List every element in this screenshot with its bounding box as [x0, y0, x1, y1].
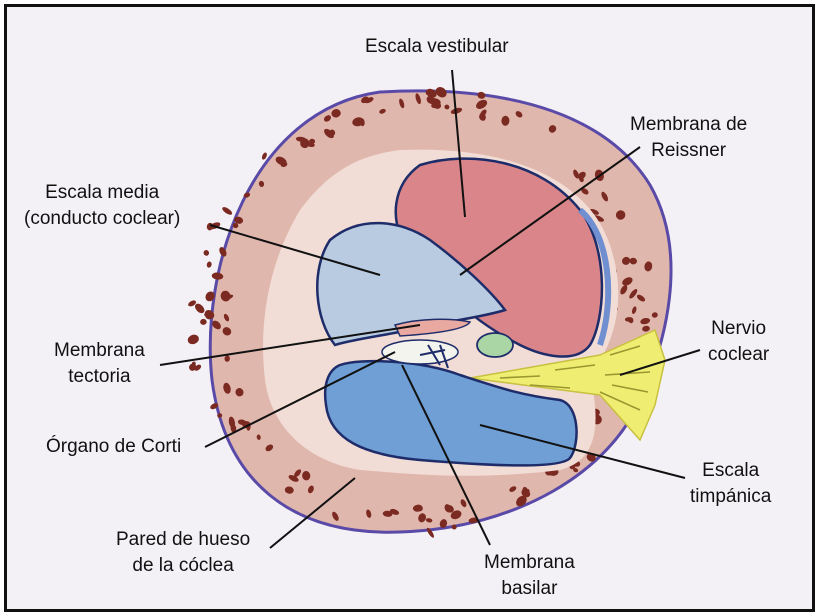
bone-pore	[186, 333, 200, 346]
label-membrana-reissner-line2: Reissner	[630, 138, 747, 164]
spiral-ganglion	[477, 333, 513, 357]
label-escala-timpanica-line1: Escala	[690, 458, 771, 484]
bone-pore	[200, 319, 207, 325]
label-escala-media-line2: (conducto coclear)	[24, 206, 180, 232]
label-escala-vestibular: Escala vestibular	[365, 34, 509, 60]
bone-pore	[221, 206, 233, 217]
label-membrana-reissner-line1: Membrana de	[630, 112, 747, 138]
label-membrana-basilar: Membrana basilar	[484, 550, 575, 602]
label-membrana-tectoria: Membrana tectoria	[54, 338, 145, 390]
label-pared-hueso-line1: Pared de hueso	[116, 527, 250, 553]
bone-pore	[206, 261, 212, 268]
label-escala-media: Escala media (conducto coclear)	[24, 180, 180, 232]
label-escala-timpanica-line2: timpánica	[690, 484, 771, 510]
label-pared-hueso-line2: de la cóclea	[116, 553, 250, 579]
label-membrana-basilar-line1: Membrana	[484, 550, 575, 576]
label-organo-corti: Órgano de Corti	[46, 434, 181, 460]
label-membrana-basilar-line2: basilar	[484, 576, 575, 602]
label-nervio-coclear-line1: Nervio	[708, 316, 769, 342]
label-nervio-coclear-line2: coclear	[708, 342, 769, 368]
label-escala-timpanica: Escala timpánica	[690, 458, 771, 510]
label-membrana-tectoria-line1: Membrana	[54, 338, 145, 364]
bone-pore	[452, 525, 457, 530]
label-escala-media-line1: Escala media	[24, 180, 180, 206]
label-nervio-coclear: Nervio coclear	[708, 316, 769, 368]
bone-pore	[203, 249, 210, 256]
label-pared-hueso: Pared de hueso de la cóclea	[116, 527, 250, 579]
label-membrana-reissner: Membrana de Reissner	[630, 112, 747, 164]
label-membrana-tectoria-line2: tectoria	[54, 364, 145, 390]
